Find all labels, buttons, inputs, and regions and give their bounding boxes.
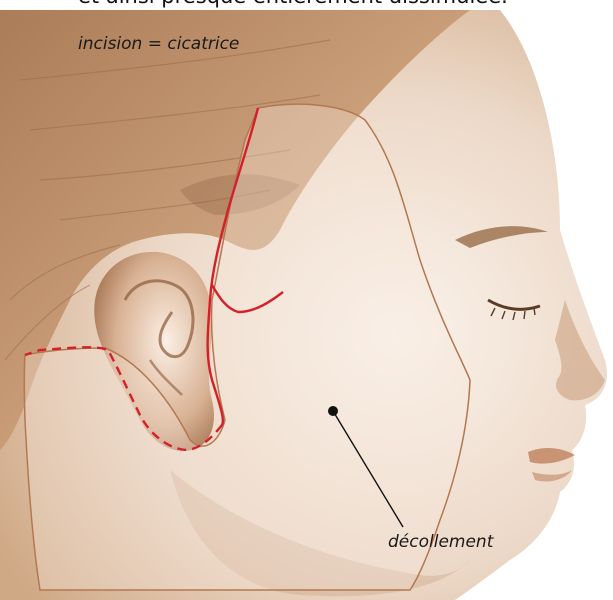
incision-label: incision = cicatrice xyxy=(78,34,239,54)
decollement-label: décollement xyxy=(388,532,493,552)
